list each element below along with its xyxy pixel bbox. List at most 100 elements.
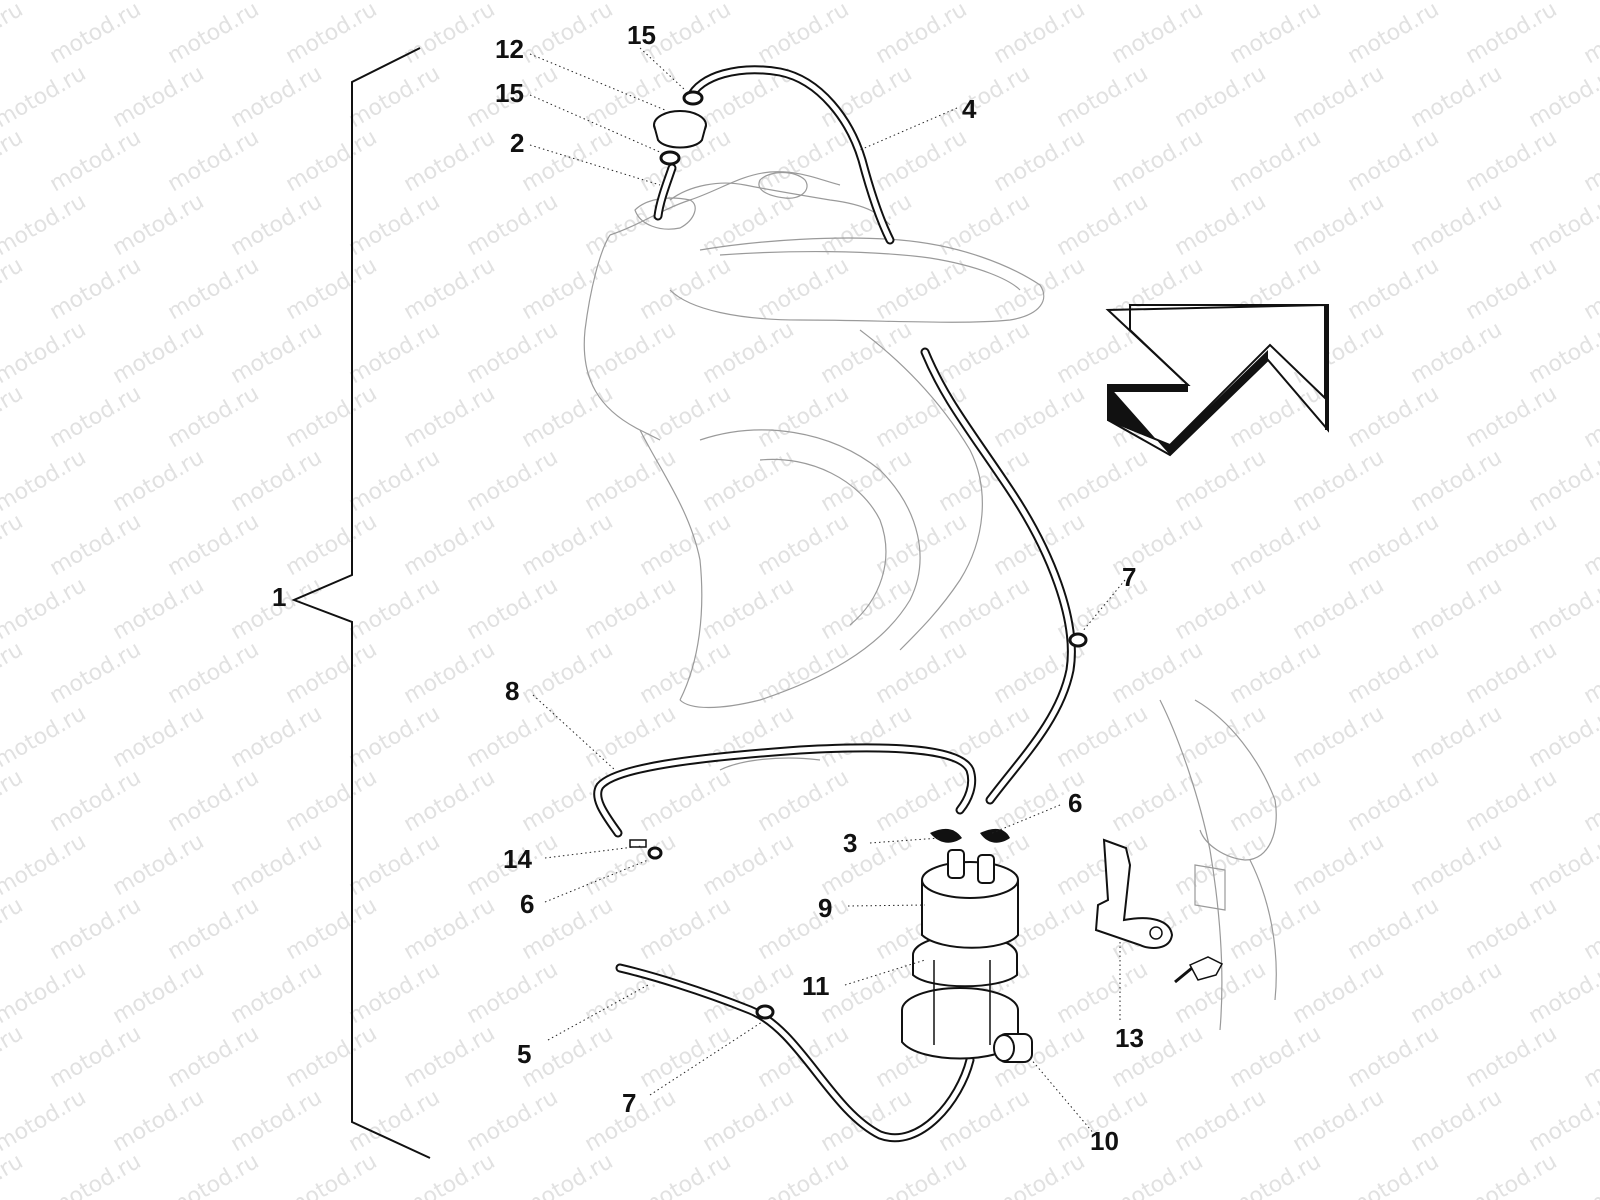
watermark-text: motod.ru: [0, 509, 27, 581]
watermark-text: motod.ru: [1344, 0, 1444, 69]
watermark-text: motod.ru: [1525, 189, 1600, 261]
watermark-text: motod.ru: [1053, 61, 1153, 133]
watermark-text: motod.ru: [1344, 253, 1444, 325]
watermark-text: motod.ru: [0, 1085, 90, 1157]
watermark-text: motod.ru: [1407, 701, 1507, 773]
watermark-text: motod.ru: [400, 637, 500, 709]
callout-15-middle: 15: [495, 78, 524, 108]
watermark-text: motod.ru: [872, 0, 972, 69]
watermark-text: motod.ru: [0, 1021, 27, 1093]
watermark-text: motod.ru: [1407, 445, 1507, 517]
watermark-text: motod.ru: [636, 637, 736, 709]
watermark-text: motod.ru: [164, 893, 264, 965]
watermark-text: motod.ru: [1580, 893, 1600, 965]
watermark-text: motod.ru: [109, 445, 209, 517]
watermark-text: motod.ru: [400, 125, 500, 197]
watermark-text: motod.ru: [1108, 125, 1208, 197]
watermark-text: motod.ru: [0, 1149, 27, 1200]
watermark-text: motod.ru: [164, 125, 264, 197]
watermark-text: motod.ru: [817, 445, 917, 517]
watermark-text: motod.ru: [1407, 573, 1507, 645]
watermark-text: motod.ru: [0, 765, 27, 837]
watermark-text: motod.ru: [1407, 1085, 1507, 1157]
watermark-text: motod.ru: [0, 957, 90, 1029]
fuel-pump-assembly: [901, 828, 1033, 1063]
callout-15-top: 15: [627, 20, 656, 50]
watermark-text: motod.ru: [754, 0, 854, 69]
callout-7-lower: 7: [622, 1088, 636, 1118]
watermark-text: motod.ru: [1171, 1085, 1271, 1157]
watermark-text: motod.ru: [1462, 253, 1562, 325]
watermark-text: motod.ru: [1407, 317, 1507, 389]
watermark-text: motod.ru: [935, 317, 1035, 389]
watermark-text: motod.ru: [1344, 637, 1444, 709]
watermark-text: motod.ru: [1053, 701, 1153, 773]
watermark-text: motod.ru: [754, 893, 854, 965]
callout-8: 8: [505, 676, 519, 706]
watermark-text: motod.ru: [1344, 509, 1444, 581]
watermark-text: motod.ru: [1053, 189, 1153, 261]
direction-arrow: [1105, 303, 1329, 457]
watermark-text: motod.ru: [1525, 317, 1600, 389]
watermark-text: motod.ru: [1344, 1149, 1444, 1200]
watermark-text: motod.ru: [345, 573, 445, 645]
watermark-text: motod.ru: [872, 1149, 972, 1200]
watermark-text: motod.ru: [282, 1021, 382, 1093]
watermark-text: motod.ru: [345, 1085, 445, 1157]
hose-group: [593, 65, 1076, 1143]
watermark-text: motod.ru: [109, 317, 209, 389]
watermark-text: motod.ru: [817, 573, 917, 645]
watermark-text: motod.ru: [46, 765, 146, 837]
callouts: 12 15 15 2 4 1 7 8 6 3 14 6 9 11 5 13 7 …: [272, 20, 1144, 1156]
watermark-text: motod.ru: [164, 0, 264, 69]
watermark-text: motod.ru: [872, 637, 972, 709]
watermark-text: motod.ru: [0, 0, 27, 69]
watermark-text: motod.ru: [1053, 957, 1153, 1029]
fuel-tank-outline: [583, 171, 1277, 1031]
watermark-text: motod.ru: [1226, 0, 1326, 69]
watermark-text: motod.ru: [872, 509, 972, 581]
watermark-text: motod.ru: [1462, 1149, 1562, 1200]
watermark-text: motod.ru: [1289, 1085, 1389, 1157]
watermark-text: motod.ru: [1525, 701, 1600, 773]
watermark-text: motod.ru: [400, 1021, 500, 1093]
watermark-text: motod.ru: [636, 893, 736, 965]
callout-11: 11: [802, 971, 830, 1001]
watermark-text: motod.ru: [518, 253, 618, 325]
watermark-text: motod.ru: [1525, 61, 1600, 133]
watermark-text: motod.ru: [1344, 381, 1444, 453]
watermark-text: motod.ru: [1289, 573, 1389, 645]
watermark-text: motod.ru: [872, 253, 972, 325]
watermark-text: motod.ru: [990, 253, 1090, 325]
watermark-text: motod.ru: [1171, 445, 1271, 517]
watermark-text: motod.ru: [1053, 829, 1153, 901]
watermark-text: motod.ru: [46, 893, 146, 965]
watermark-text: motod.ru: [1289, 189, 1389, 261]
watermark-text: motod.ru: [1053, 445, 1153, 517]
watermark-text: motod.ru: [164, 509, 264, 581]
watermark-text: motod.ru: [1226, 1021, 1326, 1093]
watermark-text: motod.ru: [227, 701, 327, 773]
watermark-text: motod.ru: [817, 701, 917, 773]
watermark-text: motod.ru: [1289, 61, 1389, 133]
watermark-text: motod.ru: [1108, 637, 1208, 709]
watermark-text: motod.ru: [164, 637, 264, 709]
watermark-text: motod.ru: [1580, 253, 1600, 325]
watermark-text: motod.ru: [282, 0, 382, 69]
watermark-text: motod.ru: [1289, 445, 1389, 517]
watermark-text: motod.ru: [1525, 829, 1600, 901]
watermark-text: motod.ru: [518, 381, 618, 453]
watermark-text: motod.ru: [46, 0, 146, 69]
watermark-text: motod.ru: [1344, 893, 1444, 965]
watermark-text: motod.ru: [463, 445, 563, 517]
watermark-text: motod.ru: [1108, 1149, 1208, 1200]
watermark-text: motod.ru: [345, 957, 445, 1029]
callout-13: 13: [1115, 1023, 1144, 1053]
watermark-text: motod.ru: [227, 957, 327, 1029]
watermark-text: motod.ru: [1407, 61, 1507, 133]
watermark-text: motod.ru: [872, 765, 972, 837]
watermark-text: motod.ru: [754, 765, 854, 837]
watermark-text: motod.ru: [0, 381, 27, 453]
